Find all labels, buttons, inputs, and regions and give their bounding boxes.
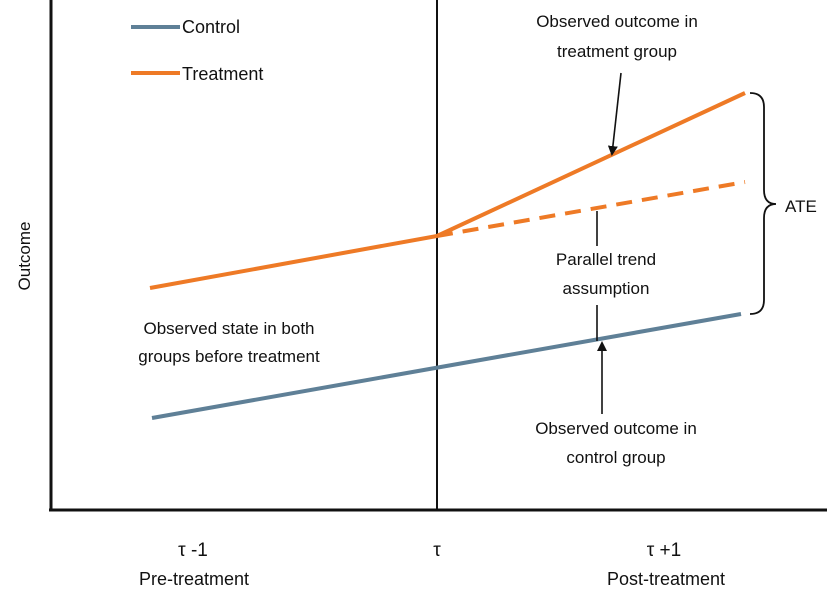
control-observed-label-line1: Observed outcome in <box>535 419 697 438</box>
parallel-trend-label-line1: Parallel trend <box>556 250 656 269</box>
y-axis-label: Outcome <box>15 222 34 291</box>
ate-brace <box>749 92 777 315</box>
legend-treatment-label: Treatment <box>182 64 263 84</box>
pre-treatment-state-label-line2: groups before treatment <box>138 347 320 366</box>
tick-pre-label: Pre-treatment <box>139 569 249 589</box>
treatment-observed-label-line1: Observed outcome in <box>536 12 698 31</box>
control-observed-label-line2: control group <box>566 448 665 467</box>
tick-post-label: Post-treatment <box>607 569 725 589</box>
treatment-observed-label-line2: treatment group <box>557 42 677 61</box>
legend-control-label: Control <box>182 17 240 37</box>
control-line <box>151 312 742 420</box>
tick-pre-mark: τ -1 <box>178 540 208 561</box>
parallel-trend-label-line2: assumption <box>563 279 650 298</box>
ate-label: ATE <box>785 197 817 216</box>
tick-mid-mark: τ <box>433 540 441 561</box>
treatment-pre-line <box>149 234 438 290</box>
treatment-post-line <box>436 91 746 238</box>
tick-post-mark: τ +1 <box>647 540 681 561</box>
counterfactual-dashed-line <box>436 180 746 238</box>
pre-treatment-state-label-line1: Observed state in both <box>143 319 314 338</box>
treatment-observed-arrow <box>607 72 622 156</box>
